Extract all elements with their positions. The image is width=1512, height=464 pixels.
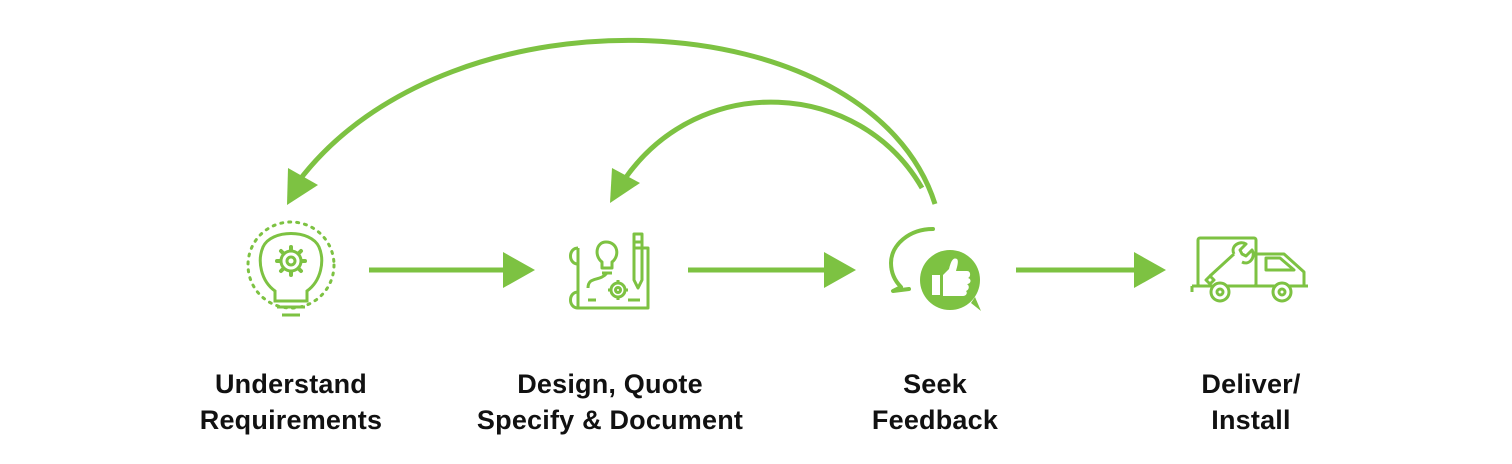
step-label-seek-feedback: Seek Feedback — [775, 366, 1095, 438]
step-label-line: Feedback — [871, 405, 999, 435]
step-label-line: Seek — [903, 369, 967, 399]
step-label-design-quote: Design, Quote Specify & Document — [450, 366, 770, 438]
step-label-understand-requirements: Understand Requirements — [131, 366, 451, 438]
step-label-line: Deliver/ — [1201, 369, 1301, 399]
step-label-line: Specify & Document — [476, 405, 744, 435]
forward-arrow-3 — [1016, 252, 1166, 288]
forward-arrow-2 — [688, 252, 856, 288]
step-label-deliver-install: Deliver/ Install — [1091, 366, 1411, 438]
step-label-line: Requirements — [199, 405, 383, 435]
arrowhead-to-understand — [287, 168, 318, 205]
step-label-line: Design, Quote — [517, 369, 703, 399]
lightbulb-gear-icon — [246, 220, 336, 317]
arrowhead-to-design — [610, 168, 640, 203]
forward-arrow-1 — [369, 252, 535, 288]
blueprint-icon — [569, 232, 650, 310]
feedback-arc-to-understand — [296, 37, 938, 205]
service-truck-icon — [1190, 236, 1308, 303]
step-label-line: Understand — [214, 369, 368, 399]
feedback-arc-to-design — [621, 99, 925, 190]
feedback-thumbs-up-icon — [889, 227, 981, 311]
step-label-line: Install — [1211, 405, 1291, 435]
